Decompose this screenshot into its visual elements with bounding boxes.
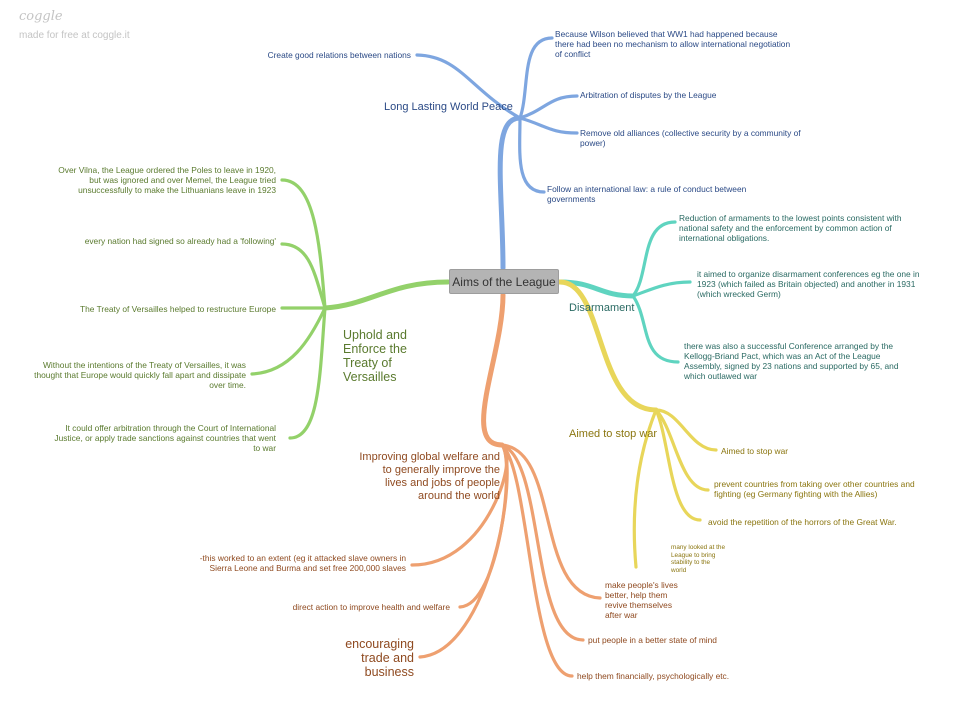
peace-child-2[interactable]: Because Wilson believed that WW1 had hap… [555,29,791,59]
welfare-child-3[interactable]: encouraging trade and business [345,637,414,679]
connector-yellow-20 [632,408,658,569]
connector-yellow-16 [557,279,659,413]
connector-orange-25 [500,443,602,600]
branch-versailles-label[interactable]: Uphold and Enforce the Treaty of Versail… [343,328,407,384]
connector-orange-21 [481,292,506,448]
root-label: Aims of the League [452,274,556,289]
connector-yellow-19 [654,408,702,522]
connector-blue-3 [518,94,579,120]
branch-peace-label[interactable]: Long Lasting World Peace [384,101,513,113]
versailles-child-5[interactable]: It could offer arbitration through the C… [54,423,276,453]
versailles-child-1[interactable]: Over Vilna, the League ordered the Poles… [58,165,276,195]
connector-green-6 [322,279,451,311]
connector-green-7 [280,178,327,310]
disarmament-child-2[interactable]: it aimed to organize disarmament confere… [697,269,920,299]
branch-disarmament-label[interactable]: Disarmament [569,302,635,314]
connector-teal-15 [631,294,680,364]
versailles-child-2[interactable]: every nation had signed so already had a… [84,236,276,246]
connector-green-10 [250,306,327,376]
disarmament-child-1[interactable]: Reduction of armaments to the lowest poi… [679,213,902,243]
welfare-child-5[interactable]: put people in a better state of mind [588,635,717,645]
connector-blue-2 [518,36,554,120]
connector-blue-1 [415,53,522,120]
welfare-child-1[interactable]: -this worked to an extent (eg it attacke… [199,553,406,573]
connector-yellow-18 [654,408,710,492]
stopwar-child-2[interactable]: prevent countries from taking over other… [714,479,915,499]
peace-child-4[interactable]: Remove old alliances (collective securit… [580,128,801,148]
stopwar-child-1[interactable]: Aimed to stop war [721,446,789,456]
welfare-child-2[interactable]: direct action to improve health and welf… [292,602,450,612]
disarmament-child-3[interactable]: there was also a successful Conference a… [684,341,899,381]
connector-green-8 [280,242,327,310]
connector-teal-13 [631,220,677,298]
coggle-watermark-text: made for free at coggle.it [19,30,130,41]
peace-child-5[interactable]: Follow an international law: a rule of c… [547,184,747,204]
connector-orange-24 [418,443,509,659]
connector-yellow-17 [654,408,718,452]
peace-child-1[interactable]: Create good relations between nations [267,50,411,60]
root-node[interactable]: Aims of the League [449,269,559,294]
connector-orange-27 [500,443,574,678]
connector-blue-4 [518,116,579,135]
welfare-child-4[interactable]: make people's lives better, help them re… [605,580,678,620]
connector-green-11 [288,306,327,440]
connector-blue-5 [518,116,546,194]
peace-child-3[interactable]: Arbitration of disputes by the League [580,90,717,100]
connector-blue-0 [497,115,523,271]
branch-welfare-label[interactable]: Improving global welfare and to generall… [359,451,500,502]
stopwar-child-3[interactable]: avoid the repetition of the horrors of t… [708,517,897,527]
versailles-child-4[interactable]: Without the intentions of the Treaty of … [34,360,246,390]
versailles-child-3[interactable]: The Treaty of Versailles helped to restr… [80,304,276,314]
branch-stopwar-label[interactable]: Aimed to stop war [569,428,658,440]
welfare-child-6[interactable]: help them financially, psychologically e… [577,671,730,681]
coggle-logo: coggle [19,9,63,24]
stopwar-child-4[interactable]: many looked at the League to bring stabi… [671,544,725,574]
connector-teal-14 [631,280,692,298]
connector-orange-26 [500,443,585,642]
